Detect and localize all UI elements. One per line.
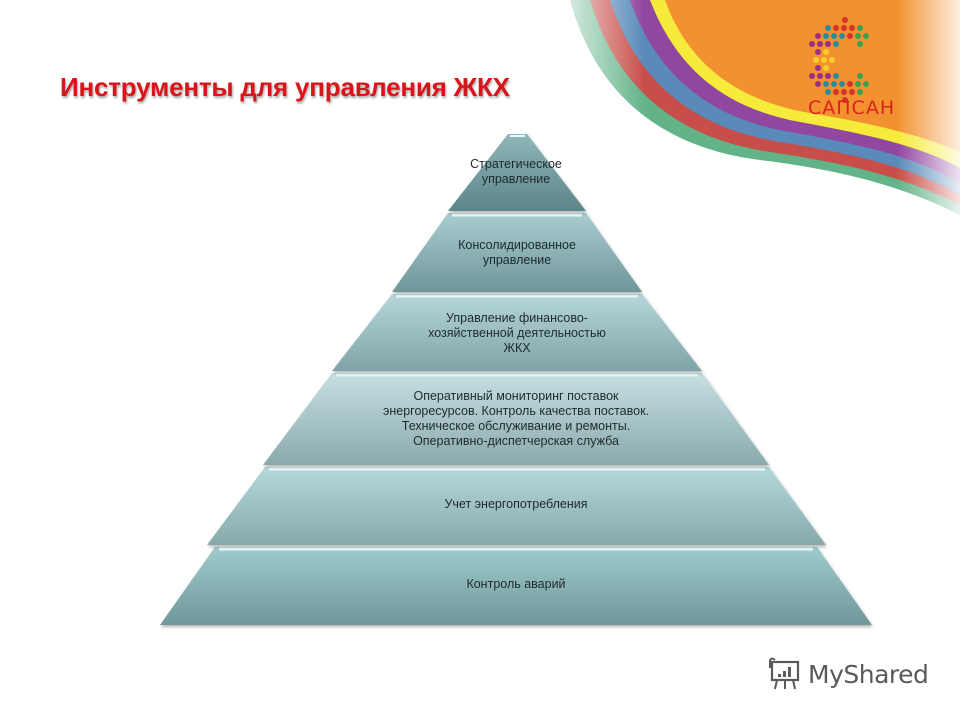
pyramid-layer-1 xyxy=(448,134,586,211)
pyramid-layer-5-label: Учет энергопотребления xyxy=(444,497,588,511)
watermark-text: MyShared xyxy=(808,659,929,689)
presentation-board-icon xyxy=(769,657,800,690)
pyramid-layer-2-label: Консолидированное управление xyxy=(458,238,576,267)
pyramid-layer-6 xyxy=(160,547,872,625)
pyramid-layer-5 xyxy=(207,467,826,545)
logo-text: САПСАН xyxy=(808,97,896,119)
pyramid-layer-4-label: Оперативный мониторинг поставок энергоре… xyxy=(382,389,650,448)
dotted-c-icon xyxy=(809,17,869,103)
pyramid-layer-6-label: Контроль аварий xyxy=(466,577,566,591)
myshared-watermark[interactable]: MyShared xyxy=(768,656,929,692)
pyramid-layer-2 xyxy=(392,213,642,292)
pyramid-layer-4 xyxy=(263,373,769,465)
pyramid-layer-3-label: Управление финансово- хозяйственной деят… xyxy=(428,311,606,355)
pyramid-layer-3 xyxy=(332,294,702,371)
slide-title: Инструменты для управления ЖКХ xyxy=(60,72,510,102)
pyramid-layer-1-label: Стратегическое управление xyxy=(470,157,562,186)
